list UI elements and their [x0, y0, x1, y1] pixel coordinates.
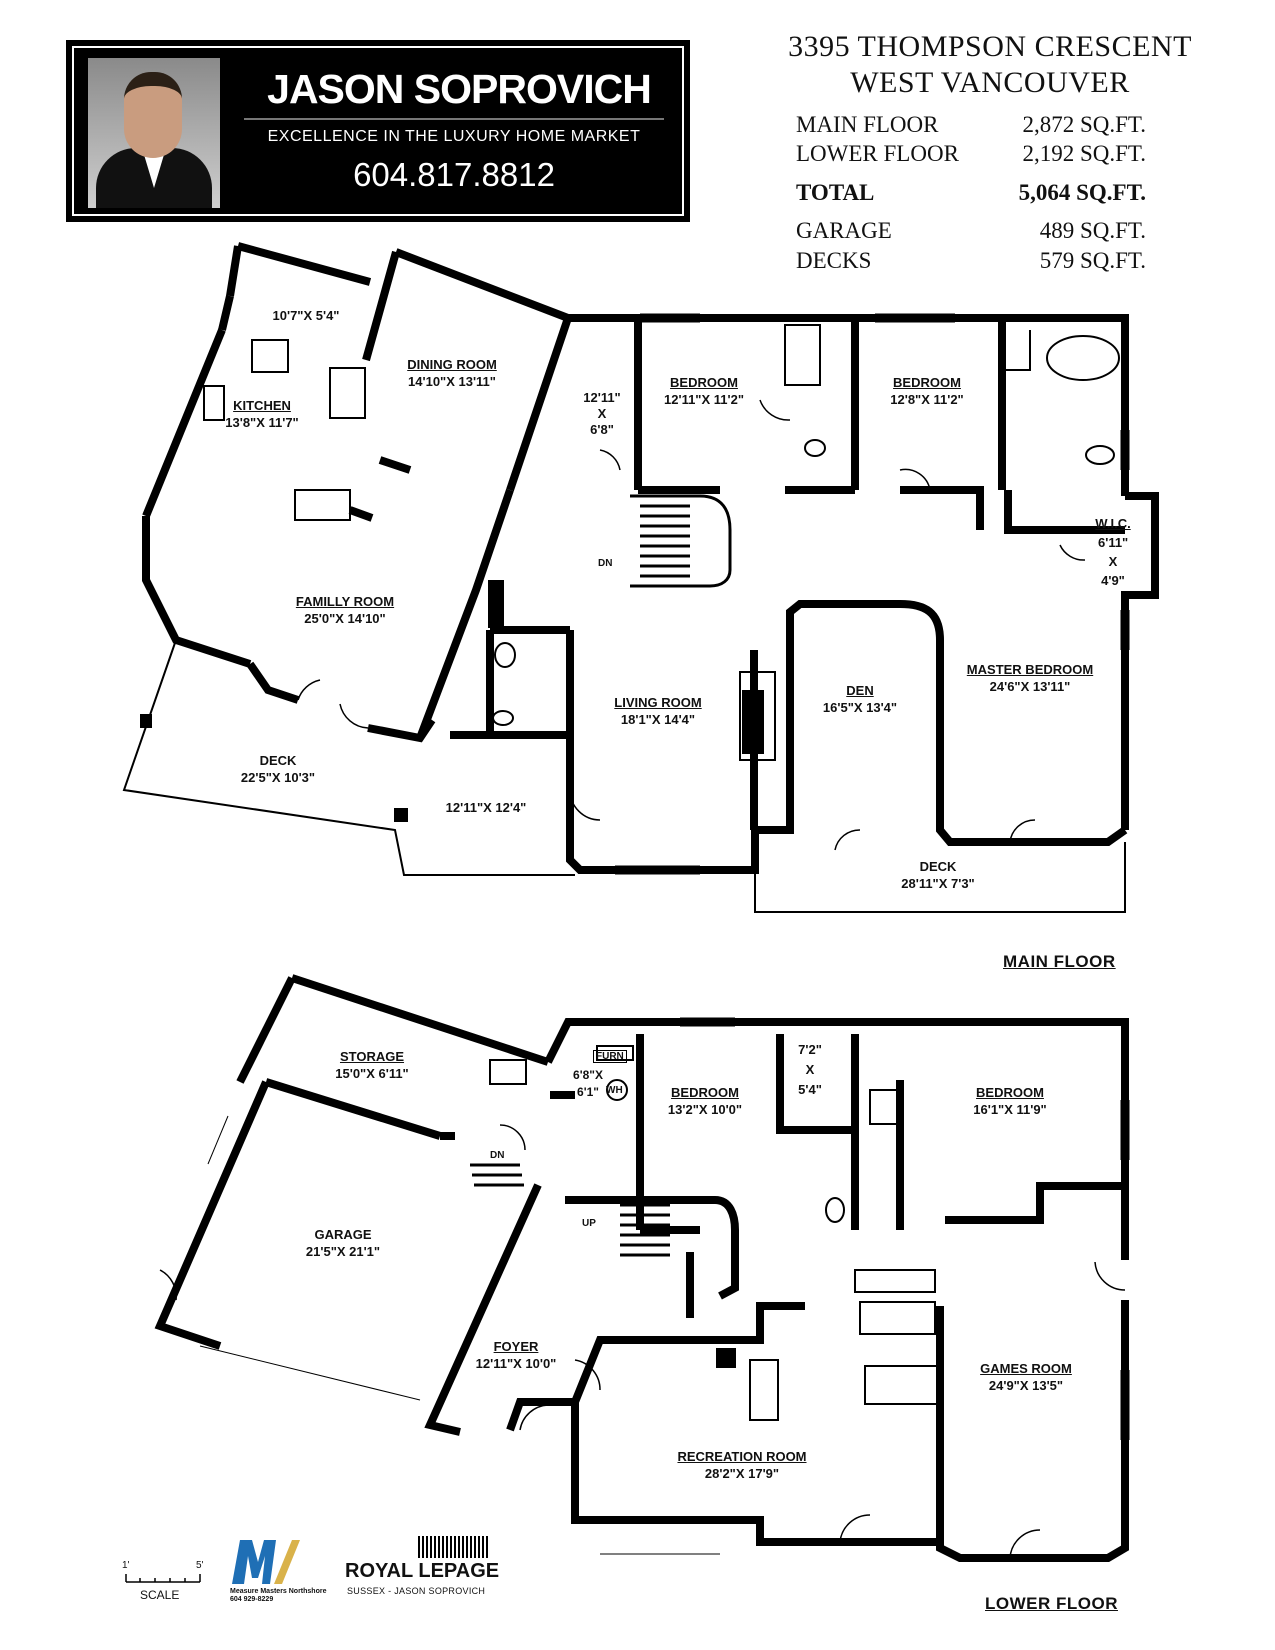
area-value: 2,192 SQ.FT. — [1022, 141, 1146, 166]
dim-mech-w: 6'8"X — [573, 1068, 603, 1082]
main-fixtures — [203, 324, 1120, 761]
dim-closet-h: 5'4" — [798, 1082, 822, 1097]
lower-doors — [159, 1124, 1126, 1559]
address-line-2: WEST VANCOUVER — [850, 66, 1130, 99]
dim-closet-w: 7'2" — [798, 1042, 822, 1057]
royal-lepage-sub: SUSSEX - JASON SOPROVICH — [347, 1586, 486, 1596]
agent-name: JASON SOPROVICH — [267, 66, 652, 112]
main-windows — [615, 313, 1130, 875]
scale-end: 5' — [196, 1560, 204, 1571]
agent-tagline: EXCELLENCE IN THE LUXURY HOME MARKET — [267, 128, 641, 145]
area-label: MAIN FLOOR — [796, 112, 939, 137]
area-label: GARAGE — [796, 218, 892, 243]
scale-bar — [125, 1574, 201, 1583]
main-floor-label: MAIN FLOOR — [1003, 952, 1116, 971]
main-stair — [630, 494, 732, 588]
stair-dn-label: DN — [598, 558, 613, 569]
banner-divider — [244, 118, 664, 120]
main-doors — [297, 399, 1086, 851]
dim-hall-x: X — [597, 406, 607, 421]
agent-banner: JASON SOPROVICH EXCELLENCE IN THE LUXURY… — [66, 40, 690, 222]
area-value: 5,064 SQ.FT. — [1018, 180, 1146, 205]
lower-stairs — [470, 1163, 670, 1257]
royal-lepage-logo: ROYAL LEPAGE — [345, 1560, 500, 1582]
area-value: 489 SQ.FT. — [1039, 218, 1146, 243]
measure-masters-logo — [232, 1540, 300, 1584]
structural-posts — [140, 580, 764, 1368]
area-label: DECKS — [796, 248, 872, 273]
royal-lepage-bars — [418, 1536, 488, 1558]
room-wic: W.I.C.6'11" X 4'9" — [1095, 516, 1131, 588]
lower-floor-label: LOWER FLOOR — [985, 1594, 1118, 1613]
area-value: 579 SQ.FT. — [1039, 248, 1146, 273]
area-label: LOWER FLOOR — [796, 141, 959, 166]
scale-label: SCALE — [140, 1588, 180, 1602]
agent-photo — [88, 58, 220, 208]
furnace-label: FURN — [593, 1050, 627, 1063]
main-decks — [122, 639, 1126, 913]
dim-closet-x: X — [805, 1062, 815, 1077]
dim-pantry: 10'7"X 5'4" — [272, 308, 340, 323]
stair-dn-label-lower: DN — [490, 1150, 505, 1161]
dim-hall-w: 12'11" — [583, 390, 621, 405]
lower-floor-walls — [154, 974, 1129, 1562]
stair-up-label: UP — [582, 1218, 596, 1229]
address-line-1: 3395 THOMPSON CRESCENT — [788, 30, 1192, 63]
water-heater-label: WH — [606, 1085, 623, 1096]
area-value: 2,872 SQ.FT. — [1022, 112, 1146, 137]
scale-start: 1' — [122, 1560, 130, 1571]
banner-frame: JASON SOPROVICH EXCELLENCE IN THE LUXURY… — [72, 46, 684, 216]
agent-phone: 604.817.8812 — [353, 156, 555, 193]
area-label: TOTAL — [796, 180, 875, 205]
dim-hall-h: 6'8" — [590, 422, 614, 437]
lower-fixtures — [489, 1045, 941, 1421]
dim-deck-small: 12'11"X 12'4" — [445, 800, 527, 815]
lower-windows — [199, 1017, 1130, 1555]
dim-mech-h: 6'1" — [577, 1085, 599, 1099]
